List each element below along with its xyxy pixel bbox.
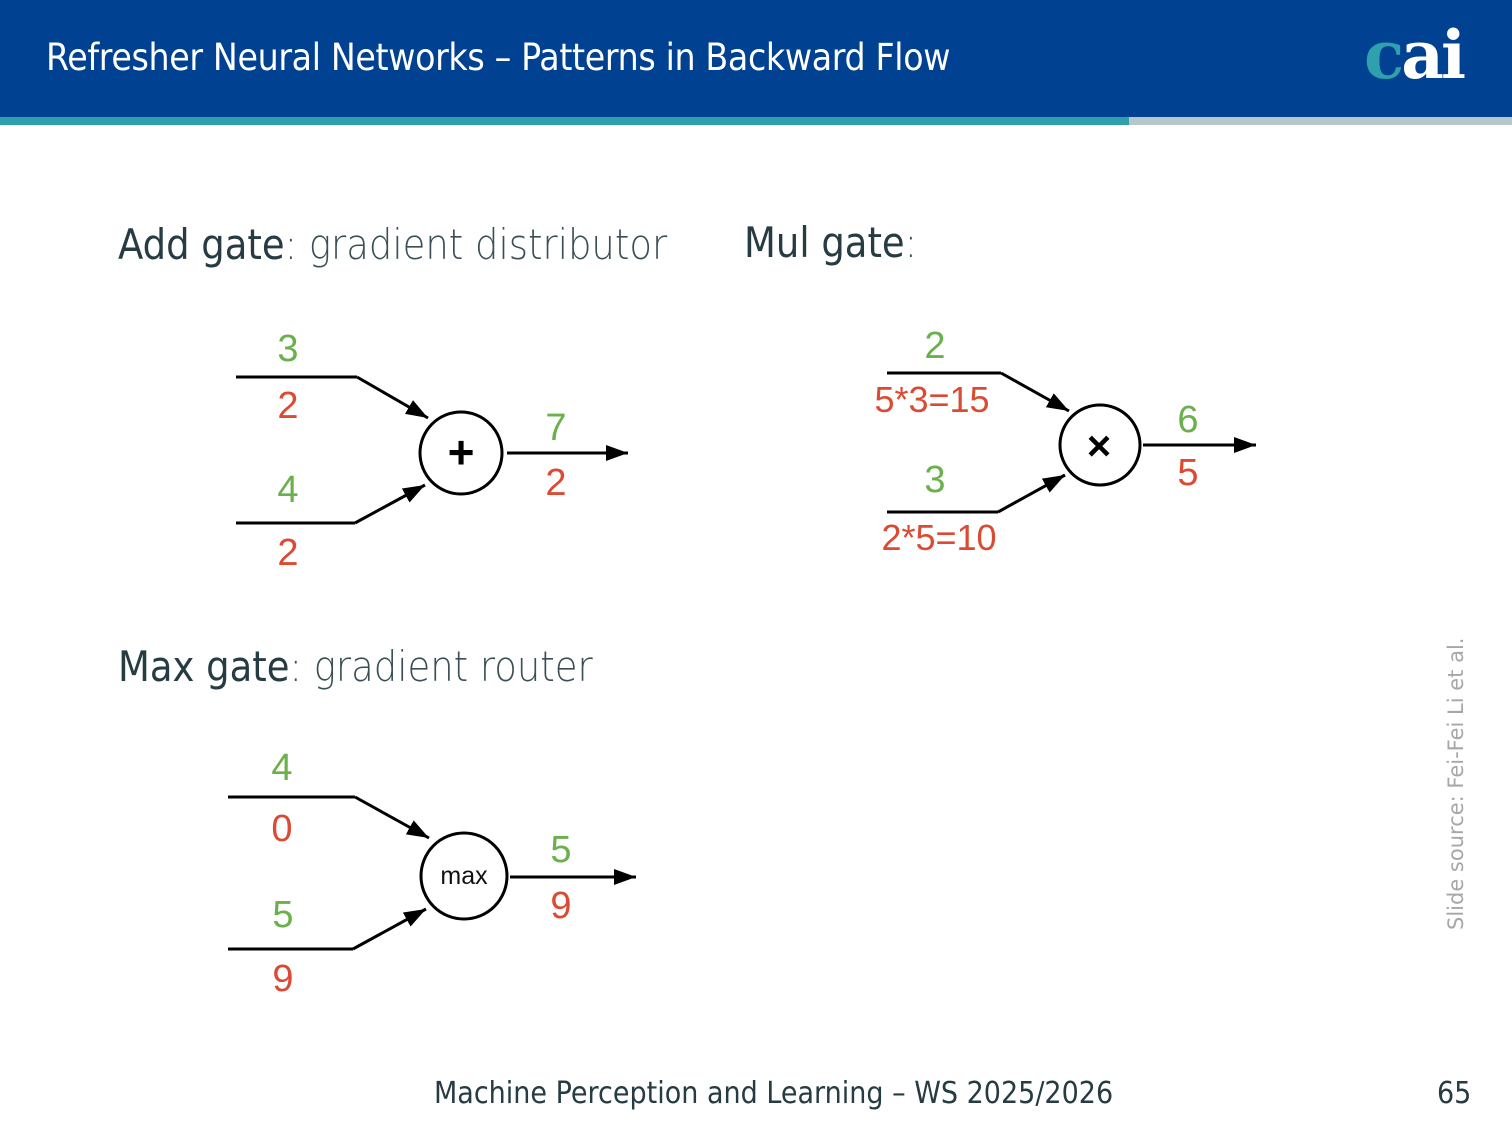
max-gate-heading: Max gate: gradient router — [118, 642, 593, 691]
max-input-bottom-arrow — [352, 907, 427, 951]
mul-input-top-gradient: 5*3=15 — [874, 379, 989, 420]
add-gate-description: gradient distributor — [308, 220, 668, 269]
page-number: 65 — [1437, 1076, 1472, 1111]
mul-gate-diagram: × 2 5*3=15 3 2*5=10 6 5 — [874, 325, 1256, 558]
max-input-top-arrow — [354, 795, 430, 840]
mul-input-bottom-arrow — [997, 473, 1066, 514]
max-gate-description: gradient router — [313, 642, 593, 691]
add-input-top-gradient: 2 — [277, 385, 298, 427]
mul-input-bottom-forward: 3 — [924, 459, 945, 501]
colon: : — [284, 220, 298, 269]
mul-input-bottom-gradient: 2*5=10 — [881, 517, 996, 558]
max-input-top-gradient: 0 — [271, 808, 292, 850]
add-input-bottom-forward: 4 — [277, 469, 298, 511]
max-gate-label: Max gate — [118, 642, 290, 691]
max-output-gradient: 9 — [550, 885, 571, 927]
max-output-forward: 5 — [550, 829, 571, 871]
slide-source-note: Slide source: Fei-Fei Li et al. — [1444, 637, 1468, 930]
mul-gate-node — [1058, 403, 1142, 487]
mul-gate-label: Mul gate — [744, 218, 905, 267]
logo-ai: ai — [1401, 16, 1466, 94]
footer-course: Machine Perception and Learning – WS 202… — [434, 1076, 1114, 1111]
add-output-forward: 7 — [545, 407, 566, 449]
max-input-bottom-gradient: 9 — [272, 958, 293, 1000]
multiply-icon: × — [1087, 422, 1112, 469]
add-gate-label: Add gate — [118, 220, 285, 269]
colon: : — [289, 642, 302, 691]
add-gate-node — [418, 410, 504, 496]
add-output-gradient: 2 — [545, 462, 566, 504]
max-label: max — [440, 862, 488, 890]
slide-title: Refresher Neural Networks – Patterns in … — [46, 36, 951, 79]
header-grey-bar — [1129, 117, 1512, 125]
max-input-bottom-forward: 5 — [272, 894, 293, 936]
logo-c: c — [1364, 16, 1404, 94]
mul-output-forward: 6 — [1177, 399, 1198, 441]
add-gate-heading: Add gate: gradient distributor — [118, 220, 667, 269]
add-input-top-forward: 3 — [277, 328, 298, 370]
mul-gate-heading: Mul gate: — [744, 218, 917, 267]
max-gate-node — [419, 831, 509, 921]
add-input-bottom-arrow — [354, 483, 426, 525]
colon: : — [904, 218, 918, 267]
slide-header: Refresher Neural Networks – Patterns in … — [0, 0, 1512, 117]
add-gate-diagram: + 3 2 4 2 7 2 — [236, 328, 628, 574]
cai-logo: cai — [1364, 20, 1466, 90]
header-accent-bar — [0, 117, 1129, 125]
max-gate-diagram: max 4 0 5 9 5 9 — [228, 747, 636, 1000]
plus-icon: + — [448, 426, 475, 478]
mul-input-top-arrow — [1000, 371, 1070, 413]
add-input-bottom-gradient: 2 — [277, 532, 298, 574]
add-input-top-arrow — [356, 375, 429, 420]
max-input-top-forward: 4 — [271, 747, 292, 789]
mul-input-top-forward: 2 — [924, 325, 945, 367]
mul-output-gradient: 5 — [1177, 452, 1198, 494]
